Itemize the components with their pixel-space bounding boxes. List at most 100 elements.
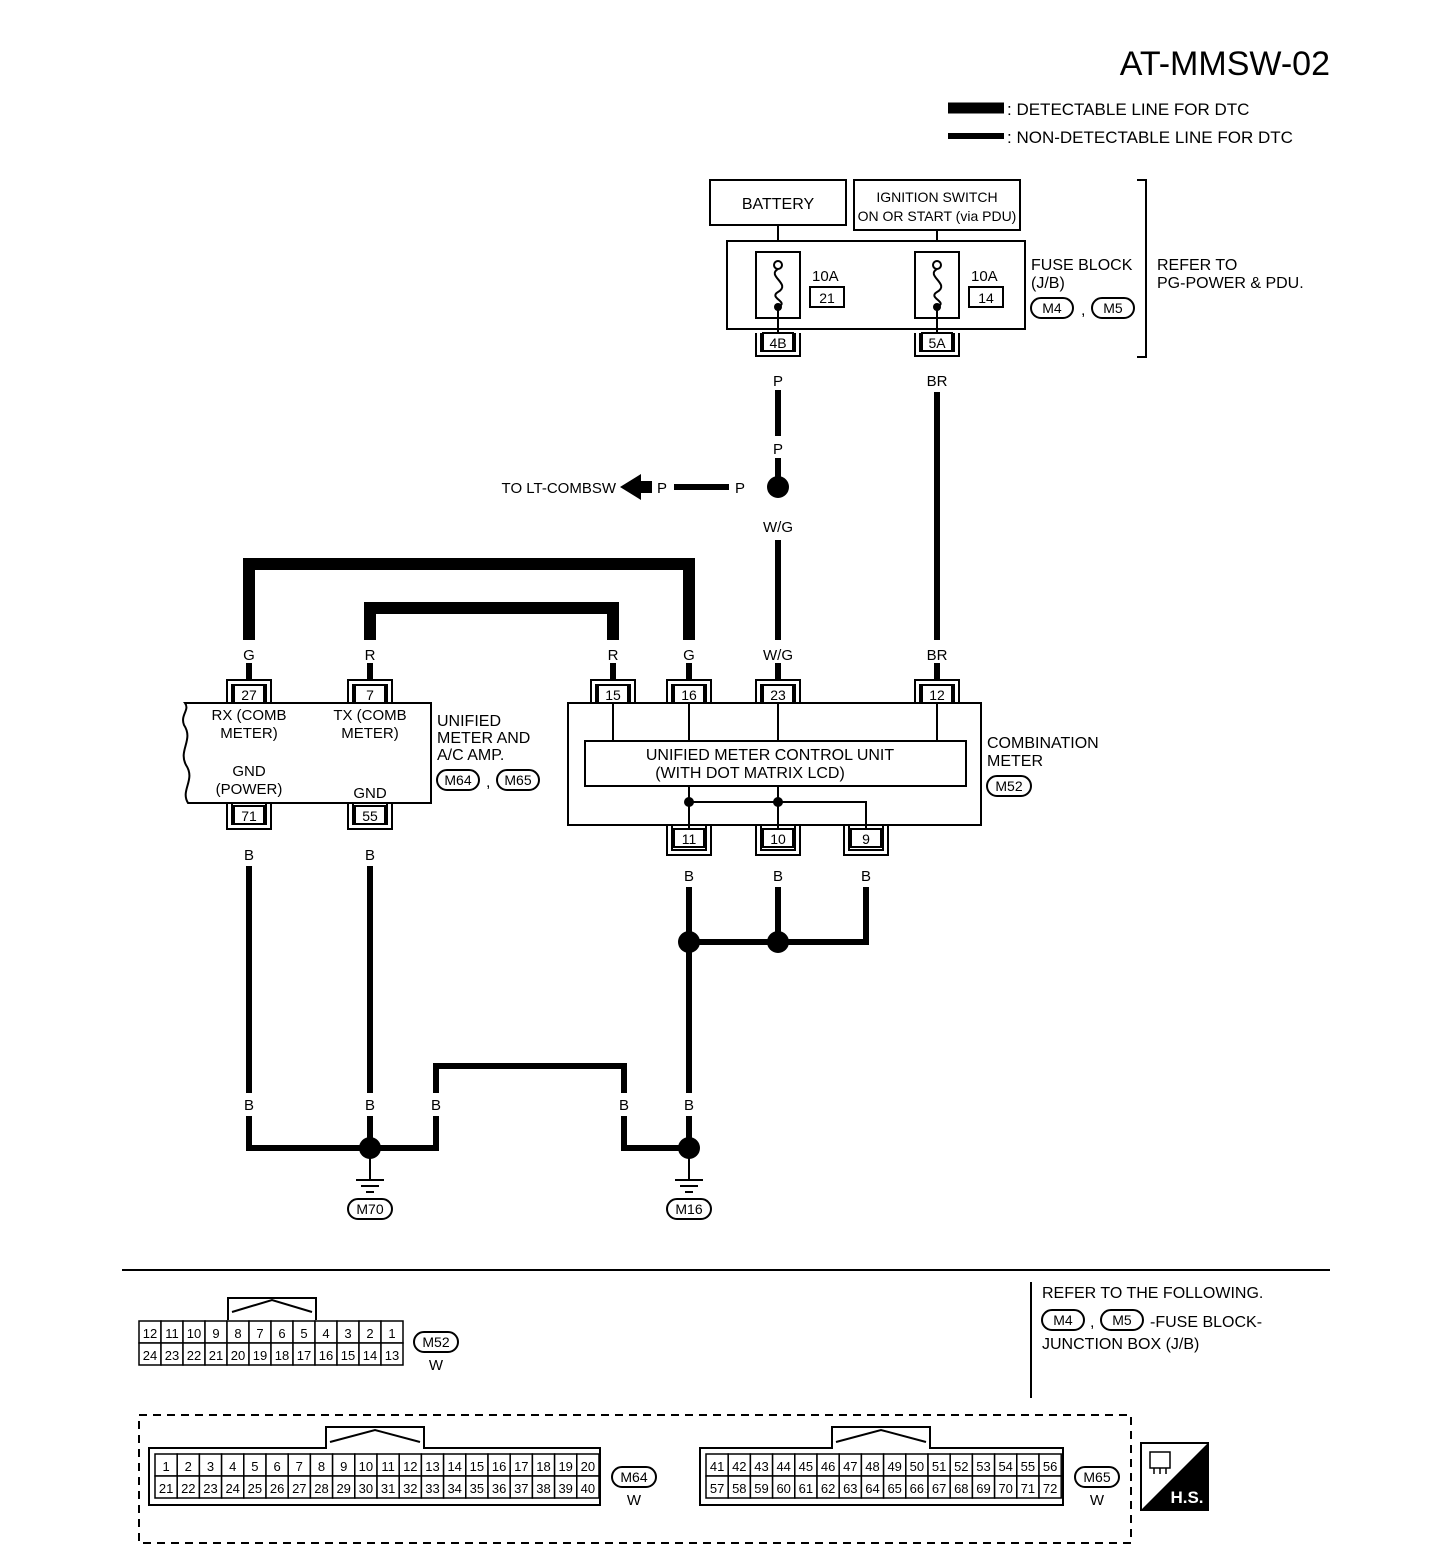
refer-following-line-3: JUNCTION BOX (J/B): [1042, 1336, 1199, 1353]
ground-badge-m70-label: M70: [356, 1201, 383, 1217]
pin-71: 71: [241, 808, 257, 824]
fuse-14-number: 14: [978, 290, 994, 306]
pin-12: 12: [929, 687, 945, 703]
wire-label-b-7: B: [365, 1097, 375, 1114]
ignition-switch-box: [853, 179, 1021, 231]
gnd-power-label-1: GND: [232, 763, 266, 780]
connector-m52-pin-12: 12: [143, 1326, 157, 1341]
wire-label-p-3: P: [735, 480, 745, 497]
connector-m65-pin-65: 65: [887, 1481, 901, 1496]
connector-m52-pin-19: 19: [253, 1348, 267, 1363]
connector-m64-pin-15: 15: [470, 1459, 484, 1474]
splice-b-1: [678, 931, 700, 953]
connector-m65-pin-67: 67: [932, 1481, 946, 1496]
refer-pg-power-2: PG-POWER & PDU.: [1157, 275, 1304, 292]
connector-m52-pin-3: 3: [344, 1326, 351, 1341]
connector-m64-pin-9: 9: [340, 1459, 347, 1474]
wire-g-can-line: [243, 558, 695, 640]
terminal-5a: 5A: [914, 332, 960, 357]
connector-m65-pin-56: 56: [1043, 1459, 1057, 1474]
legend-non-detectable-label: : NON-DETECTABLE LINE FOR DTC: [1007, 128, 1293, 147]
connector-m64-pin-24: 24: [225, 1481, 239, 1496]
wire-label-b-2: B: [365, 847, 375, 864]
refer-following-line-1: REFER TO THE FOLLOWING.: [1042, 1285, 1263, 1302]
wire-label-p-1: P: [773, 373, 783, 390]
connector-m64-pin-13: 13: [425, 1459, 439, 1474]
connector-badge-m4-label: M4: [1042, 300, 1062, 316]
wire-label-p-4: P: [657, 480, 667, 497]
connector-m64-pin-cell: [576, 1475, 600, 1499]
wire-label-br-2: BR: [927, 647, 948, 664]
wire-label-b-4: B: [773, 868, 783, 885]
unified-meter-label-2: METER AND: [437, 730, 530, 747]
connector-m52-pin-24: 24: [143, 1348, 157, 1363]
terminal-5a-label: 5A: [928, 335, 946, 351]
unified-meter-label-3: A/C AMP.: [437, 747, 504, 764]
fuse-block-label-2: (J/B): [1031, 275, 1065, 292]
connector-m65-body: [699, 1426, 1064, 1506]
connector-m65-pin-61: 61: [799, 1481, 813, 1496]
connector-m52-pin-cell: [380, 1342, 404, 1366]
hs-badge-label: H.S.: [1170, 1488, 1203, 1507]
splice-b-2: [767, 931, 789, 953]
connector-m64-pin-18: 18: [536, 1459, 550, 1474]
wire-label-b-6: B: [244, 1097, 254, 1114]
connector-badge-m65-label: M65: [504, 772, 531, 788]
terminal-4b: 4B: [755, 332, 801, 357]
connector-m64-pin-11: 11: [381, 1459, 395, 1474]
connector-m52-pin-16: 16: [319, 1348, 333, 1363]
fuse-block-label-1: FUSE BLOCK: [1031, 257, 1133, 274]
connector-m52-pin-17: 17: [297, 1348, 311, 1363]
connector-m52-color: W: [429, 1357, 444, 1374]
connector-m64-pin-1: 1: [162, 1459, 169, 1474]
pin-11: 11: [682, 831, 697, 847]
connector-m64-pin-30: 30: [359, 1481, 373, 1496]
connector-m65-pin-69: 69: [976, 1481, 990, 1496]
connector-m64-body: [148, 1426, 601, 1506]
connector-m65-pin-63: 63: [843, 1481, 857, 1496]
connector-m65-pin-43: 43: [754, 1459, 768, 1474]
connector-separator: ,: [1081, 302, 1085, 319]
connector-m52-pin-22: 22: [187, 1348, 201, 1363]
pin-10: 10: [770, 831, 786, 847]
connector-m65-pin-51: 51: [932, 1459, 946, 1474]
connector-m65-pin-64: 64: [865, 1481, 879, 1496]
connector-m65-pin-60: 60: [776, 1481, 790, 1496]
arrow-left-icon: [620, 474, 652, 500]
refer-badge-m5-label: M5: [1112, 1312, 1132, 1328]
tx-label-1: TX (COMB: [333, 707, 406, 724]
pin-9: 9: [862, 831, 870, 847]
connector-m52-pin-20: 20: [231, 1348, 245, 1363]
connector-m64-pin-26: 26: [270, 1481, 284, 1496]
connector-m64-pin-7: 7: [296, 1459, 303, 1474]
connector-m64-pin-14: 14: [447, 1459, 461, 1474]
connector-badge-m5-label: M5: [1103, 300, 1123, 316]
connector-m64-pin-34: 34: [447, 1481, 461, 1496]
wire-label-wg-2: W/G: [763, 647, 793, 664]
refer-following: REFER TO THE FOLLOWING. M4 , M5 -FUSE BL…: [1041, 1285, 1263, 1353]
connector-m64-pin-16: 16: [492, 1459, 506, 1474]
wire-label-b-10: B: [684, 1097, 694, 1114]
connector-m65-pin-52: 52: [954, 1459, 968, 1474]
battery-label: BATTERY: [742, 196, 815, 213]
connector-m64-pin-28: 28: [314, 1481, 328, 1496]
fuse-14-rating: 10A: [971, 268, 998, 285]
connector-m65-pin-42: 42: [732, 1459, 746, 1474]
pin-23: 23: [770, 687, 786, 703]
connector-m65-pin-54: 54: [998, 1459, 1012, 1474]
connector-badge-m52-label: M52: [995, 778, 1022, 794]
connector-m65-pin-53: 53: [976, 1459, 990, 1474]
pin-55: 55: [362, 808, 378, 824]
combination-meter: UNIFIED METER CONTROL UNIT (WITH DOT MAT…: [567, 702, 1099, 829]
connector-m64-pin-38: 38: [536, 1481, 550, 1496]
connector-m64-pin-27: 27: [292, 1481, 306, 1496]
connector-badge-m65: [496, 769, 540, 791]
connector-m64-pin-4: 4: [229, 1459, 236, 1474]
ignition-switch-label-2: ON OR START (via PDU): [858, 208, 1017, 224]
connector-badge-m5: [1091, 297, 1135, 319]
connector-m52-pin-9: 9: [212, 1326, 219, 1341]
